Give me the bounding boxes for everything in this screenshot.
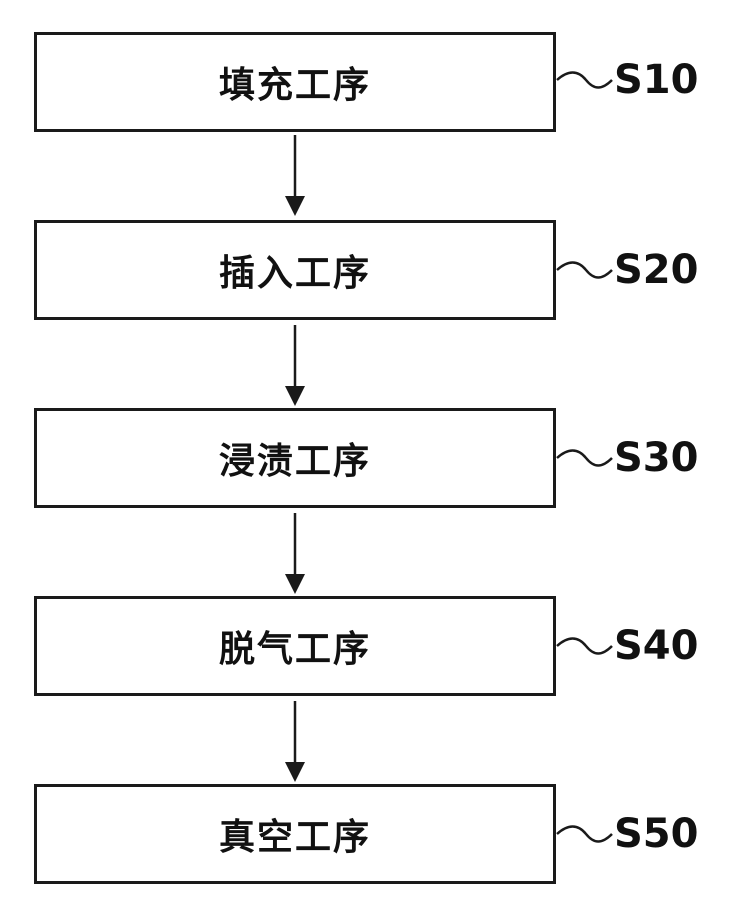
leader-line-s40 [557,639,612,654]
step-label: 真空工序 [219,808,371,860]
step-box-vacuum: 真空工序 [34,784,556,884]
arrow-s20-to-s30 [285,325,305,406]
step-label: 填充工序 [219,56,371,108]
step-ref-s40: S40 [614,626,698,666]
step-label: 脱气工序 [219,620,371,672]
arrow-s10-to-s20 [285,135,305,216]
leader-line-s20 [557,263,612,278]
leader-line-s10 [557,73,612,88]
reference-leader-lines [557,73,612,842]
arrow-s30-to-s40 [285,513,305,594]
step-box-fill: 填充工序 [34,32,556,132]
leader-line-s50 [557,827,612,842]
step-label: 插入工序 [219,244,371,296]
step-ref-s10: S10 [614,60,698,100]
step-ref-s30: S30 [614,438,698,478]
step-ref-s20: S20 [614,250,698,290]
leader-line-s30 [557,451,612,466]
arrow-s40-to-s50 [285,701,305,782]
step-box-degas: 脱气工序 [34,596,556,696]
step-label: 浸渍工序 [219,432,371,484]
step-ref-s50: S50 [614,814,698,854]
step-box-insert: 插入工序 [34,220,556,320]
step-box-impregnate: 浸渍工序 [34,408,556,508]
